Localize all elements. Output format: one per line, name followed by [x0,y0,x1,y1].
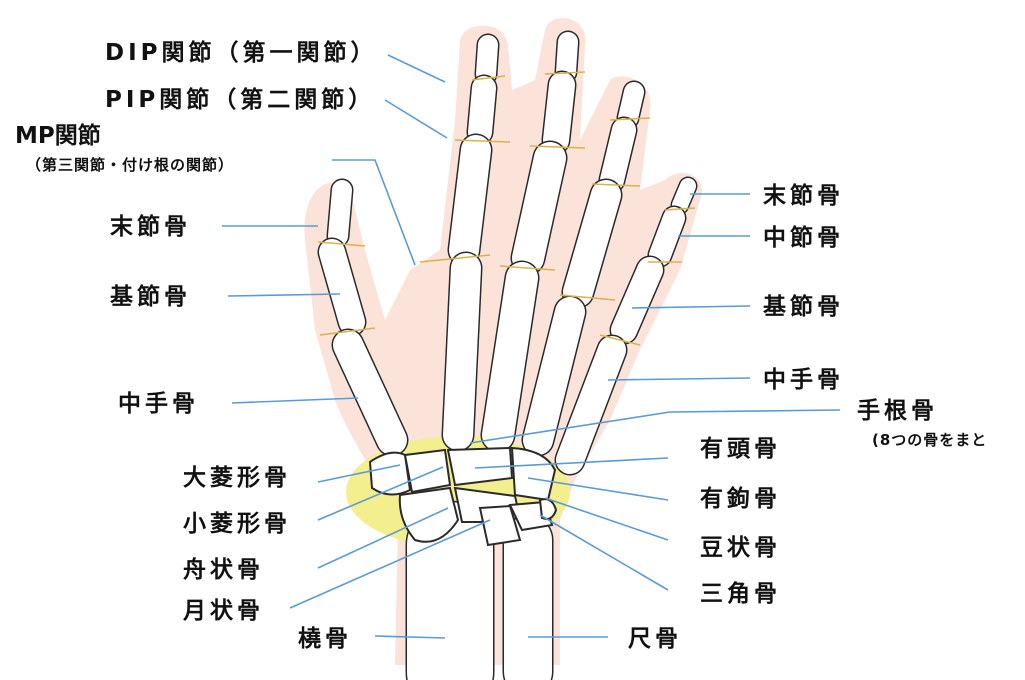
leader-scaphoid [317,507,449,569]
index-proximal-phalanx [449,135,491,265]
thumb-distal-phalanx [328,180,352,246]
joint-mark-13 [599,334,641,346]
leader-pip [384,99,448,139]
joint-mark-5 [591,183,641,187]
trapezium-bone [368,451,412,496]
middle-distal-phalanx [556,32,578,82]
thumb-proximal-phalanx [319,239,365,335]
little-proximal-phalanx [611,257,663,343]
label-carpals-sub: (8つの骨をまと [872,431,988,449]
label-metacarpal: 中手骨 [763,367,844,393]
middle-middle-phalanx [543,72,575,153]
label-pisiform: 豆状骨 [700,535,781,561]
joint-mark-12 [559,294,616,301]
capitate-bone [446,446,514,487]
little-metacarpal [556,336,626,474]
leader-carpals [469,409,841,444]
little-middle-phalanx [649,207,685,266]
ring-distal-phalanx [618,82,644,128]
thumb-metacarpal [333,330,407,455]
label-scaphoid: 舟状骨 [183,557,264,583]
hamate-bone [510,446,557,502]
leader-triquetrum [539,514,669,591]
index-distal-phalanx [476,35,498,84]
leader-hamate [527,477,669,501]
label-pip-joint: PIP関節（第二関節） [105,87,376,113]
label-thumb-distal-phalanx: 末節骨 [110,214,191,240]
leader-pisiform [544,497,669,541]
label-middle-phalanx: 中節骨 [763,225,844,251]
leader-lunate [289,519,491,609]
label-trapezoid: 小菱形骨 [183,511,291,537]
label-proximal-phalanx: 基節骨 [763,294,844,320]
leader-radius [374,635,446,639]
joint-mark-1 [454,139,511,143]
leader-dip [387,54,446,83]
label-thumb-proximal-phalanx: 基節骨 [110,284,191,310]
label-carpals: 手根骨 [857,398,938,424]
leader-trapezium [317,464,401,483]
lunate-bone [478,504,522,547]
joint-mark-2 [544,71,586,75]
leader-mp [332,159,416,266]
label-triquetrum: 三角骨 [700,581,781,607]
joint-mark-9 [319,327,376,336]
trapezoid-bone [403,448,452,494]
joint-mark-10 [419,254,491,263]
label-trapezium: 大菱形骨 [183,465,291,491]
leader-capitate [474,457,669,469]
joint-mark-3 [529,145,586,149]
label-mp-joint: MP関節 [15,123,101,149]
joint-mark-0 [471,75,506,81]
label-ulna: 尺骨 [628,626,682,652]
index-metacarpal [443,253,481,450]
label-radius: 橈骨 [298,626,352,652]
label-lunate: 月状骨 [183,598,264,624]
label-thumb-metacarpal: 中手骨 [118,391,199,417]
joint-mark-4 [609,117,651,121]
little-distal-phalanx [672,178,696,213]
index-middle-phalanx [468,76,496,144]
middle-metacarpal [482,262,538,451]
ring-proximal-phalanx [563,180,621,307]
leader-metacarpal [607,377,751,381]
middle-proximal-phalanx [512,142,566,274]
label-mp-joint-sub: （第三関節・付け根の関節） [26,156,235,174]
joint-mark-8 [317,241,366,247]
leader-proximal [631,305,751,309]
joint-mark-6 [664,207,696,211]
leader-thumb-metacarpal [231,397,359,404]
ring-metacarpal [523,297,585,455]
scaphoid-bone [398,486,460,543]
label-hamate: 有鉤骨 [700,486,781,512]
joint-mark-11 [499,265,556,271]
label-distal-phalanx: 末節骨 [763,183,844,209]
label-dip-joint: DIP関節（第一関節） [105,40,378,66]
leader-thumb-proximal [227,293,341,297]
leader-trapezoid [317,466,444,521]
ring-middle-phalanx [600,118,636,192]
label-capitate: 有頭骨 [700,436,781,462]
